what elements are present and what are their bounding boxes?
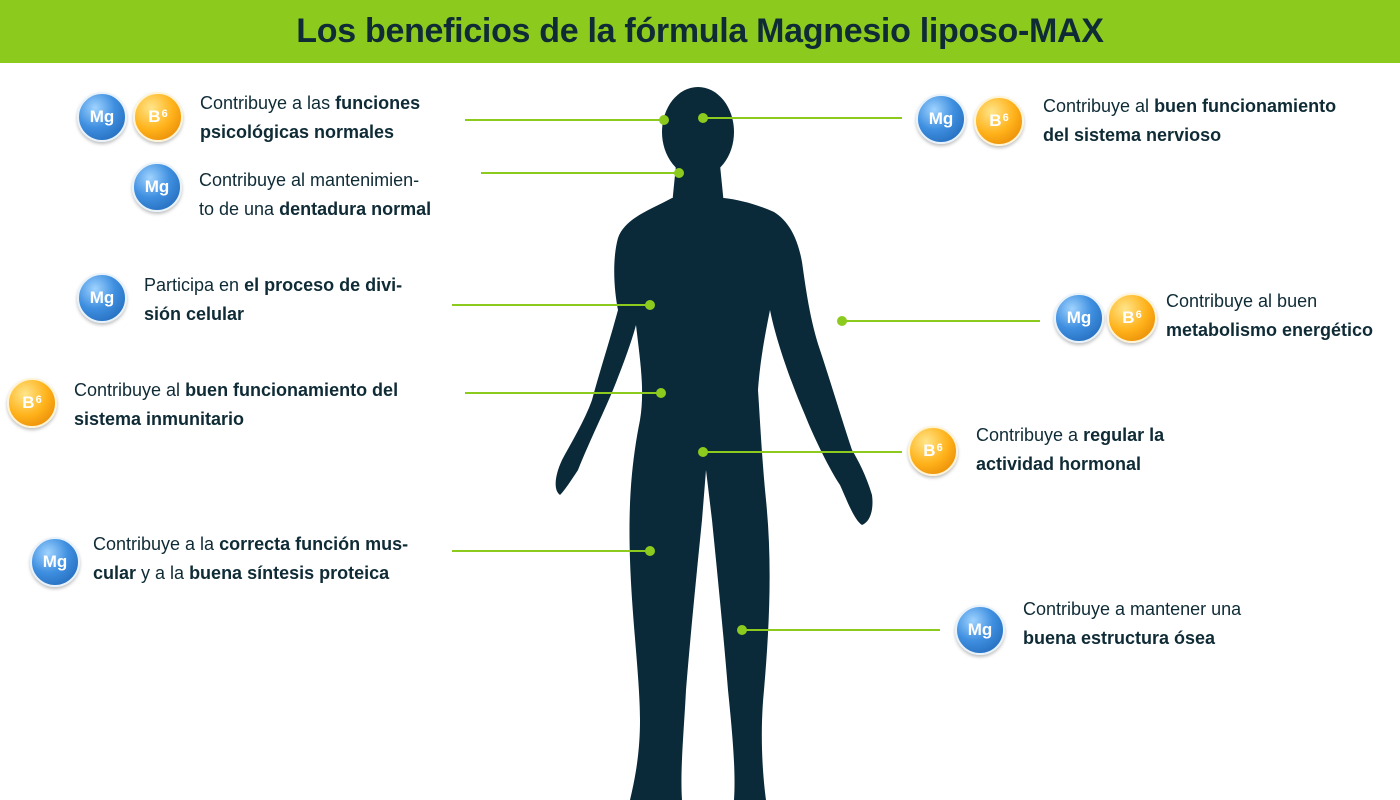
page-title: Los beneficios de la fórmula Magnesio li… <box>296 12 1104 50</box>
benefit-metabolismo: Contribuye al buen metabolismo energétic… <box>1166 291 1374 340</box>
benefit-psicologicas: Contribuye a las funciones psicológicas … <box>200 93 421 142</box>
benefit-inmunitario: Contribuye al buen funcionamiento del si… <box>74 380 399 429</box>
magnesium-badge: Mg <box>132 162 182 212</box>
benefit-division: Participa en el proceso de divi- sión ce… <box>144 275 403 324</box>
benefit-dentadura: Contribuye al mantenimien- to de una den… <box>199 170 432 219</box>
title-banner: Los beneficios de la fórmula Magnesio li… <box>0 0 1400 63</box>
benefit-nervioso: Contribuye al buen funcionamiento del si… <box>1043 96 1337 145</box>
magnesium-badge: Mg <box>1054 293 1104 343</box>
connector-lines <box>452 113 1040 635</box>
human-silhouette <box>555 87 873 800</box>
magnesium-badge: Mg <box>77 92 127 142</box>
magnesium-badge: Mg <box>955 605 1005 655</box>
magnesium-badge: Mg <box>30 537 80 587</box>
benefit-osea: Contribuye a mantener una buena estructu… <box>1023 599 1242 648</box>
magnesium-badge: Mg <box>77 273 127 323</box>
benefit-muscular: Contribuye a la correcta función mus- cu… <box>93 534 409 583</box>
magnesium-badge: Mg <box>916 94 966 144</box>
benefit-hormonal: Contribuye a regular la actividad hormon… <box>976 425 1165 474</box>
